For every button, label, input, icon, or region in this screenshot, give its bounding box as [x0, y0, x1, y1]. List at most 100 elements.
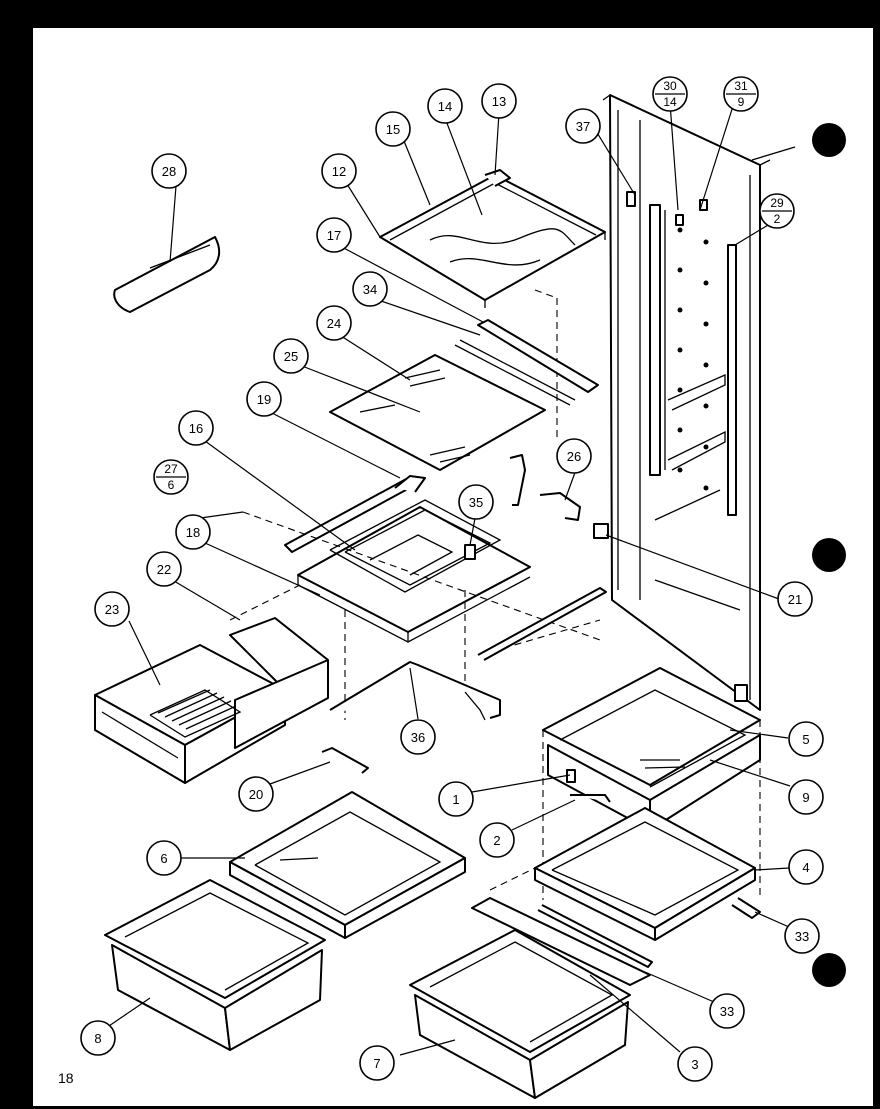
svg-text:16: 16	[189, 421, 203, 436]
support-clip	[593, 523, 609, 539]
callout-8: 8	[80, 1020, 116, 1056]
callout-22: 22	[146, 551, 182, 587]
svg-text:6: 6	[168, 478, 175, 492]
registration-dot-top	[812, 123, 846, 157]
egg-tray	[113, 236, 221, 313]
callout-13: 13	[481, 83, 517, 119]
svg-text:1: 1	[452, 792, 459, 807]
callout-35: 35	[458, 484, 494, 520]
svg-text:3: 3	[691, 1057, 698, 1072]
svg-text:26: 26	[567, 449, 581, 464]
svg-text:17: 17	[327, 228, 341, 243]
svg-text:28: 28	[162, 164, 176, 179]
cabinet-liner	[602, 94, 796, 711]
svg-text:12: 12	[332, 164, 346, 179]
svg-text:23: 23	[105, 602, 119, 617]
callout-24: 24	[316, 305, 352, 341]
slide-rail-lower	[537, 904, 653, 968]
svg-text:21: 21	[788, 592, 802, 607]
svg-text:27: 27	[164, 462, 178, 476]
callout-7: 7	[359, 1045, 395, 1081]
drawer-stop	[321, 747, 369, 774]
svg-text:6: 6	[160, 851, 167, 866]
svg-text:14: 14	[438, 99, 452, 114]
callout-33-lower: 33	[709, 993, 745, 1029]
callout-23: 23	[94, 591, 130, 627]
callout-18: 18	[175, 514, 211, 550]
callout-26: 26	[556, 438, 592, 474]
callout-15: 15	[375, 111, 411, 147]
callout-28: 28	[151, 153, 187, 189]
svg-text:31: 31	[734, 79, 748, 93]
svg-text:25: 25	[284, 349, 298, 364]
callout-4: 4	[788, 849, 824, 885]
callout-21: 21	[777, 581, 813, 617]
callout-14: 14	[427, 88, 463, 124]
callout-5: 5	[788, 721, 824, 757]
bracket	[509, 454, 581, 521]
callout-34: 34	[352, 271, 388, 307]
callout-16: 16	[178, 410, 214, 446]
svg-text:20: 20	[249, 787, 263, 802]
svg-text:35: 35	[469, 495, 483, 510]
svg-text:33: 33	[795, 929, 809, 944]
callout-29-over-2: 29 2	[759, 193, 795, 229]
svg-text:30: 30	[663, 79, 677, 93]
svg-text:2: 2	[493, 833, 500, 848]
callout-19: 19	[246, 381, 282, 417]
svg-text:9: 9	[738, 95, 745, 109]
slide-rail-clip	[731, 897, 761, 919]
svg-text:22: 22	[157, 562, 171, 577]
svg-text:2: 2	[774, 212, 781, 226]
svg-text:15: 15	[386, 122, 400, 137]
registration-dot-middle	[812, 538, 846, 572]
svg-text:37: 37	[576, 119, 590, 134]
callout-3: 3	[677, 1046, 713, 1082]
page-number: 18	[58, 1070, 74, 1086]
registration-dot-bottom	[812, 953, 846, 987]
svg-text:18: 18	[186, 525, 200, 540]
callout-31-over-9: 31 9	[723, 76, 759, 112]
callout-36: 36	[400, 719, 436, 755]
svg-text:4: 4	[802, 860, 809, 875]
drawer-slide-rail	[284, 475, 426, 553]
svg-text:34: 34	[363, 282, 377, 297]
svg-text:5: 5	[802, 732, 809, 747]
callout-20: 20	[238, 776, 274, 812]
callout-37: 37	[565, 108, 601, 144]
crisper-cover	[229, 791, 466, 939]
crisper-pan-right	[409, 929, 631, 1099]
svg-text:14: 14	[663, 95, 677, 109]
svg-text:33: 33	[720, 1004, 734, 1019]
callout-9: 9	[788, 779, 824, 815]
drawer-frame-right	[534, 807, 756, 941]
callout-33-upper: 33	[784, 918, 820, 954]
deli-drawer	[94, 617, 329, 784]
svg-text:13: 13	[492, 94, 506, 109]
callout-6: 6	[146, 840, 182, 876]
bracket-small	[566, 769, 576, 783]
callout-17: 17	[316, 217, 352, 253]
svg-text:8: 8	[94, 1031, 101, 1046]
svg-text:29: 29	[770, 196, 784, 210]
divider	[471, 897, 651, 986]
svg-text:7: 7	[373, 1056, 380, 1071]
callout-25: 25	[273, 338, 309, 374]
svg-text:36: 36	[411, 730, 425, 745]
svg-text:24: 24	[327, 316, 341, 331]
crisper-frame	[297, 499, 531, 643]
callout-30-over-14: 30 14	[652, 76, 688, 112]
shelf-rail	[454, 319, 599, 406]
svg-text:19: 19	[257, 392, 271, 407]
crisper-support-rail	[329, 661, 501, 721]
crisper-pan-left	[104, 879, 326, 1051]
callout-27-over-6: 27 6	[153, 459, 189, 495]
callout-12: 12	[321, 153, 357, 189]
callout-2: 2	[479, 822, 515, 858]
top-shelf	[379, 169, 606, 308]
side-rail	[477, 587, 607, 661]
clip	[570, 794, 611, 803]
svg-text:9: 9	[802, 790, 809, 805]
